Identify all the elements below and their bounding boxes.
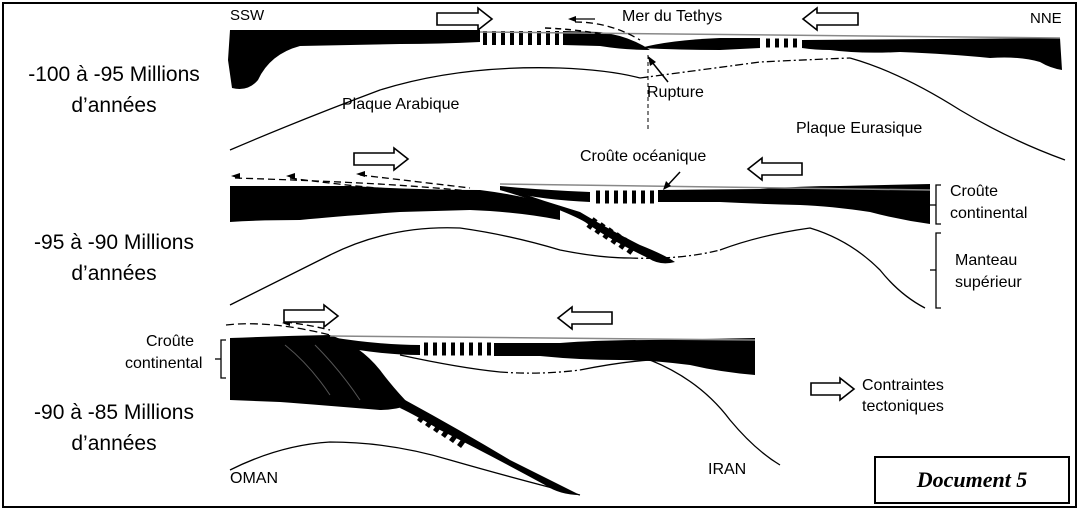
tectonic-arrow-left-3 [556, 305, 613, 331]
stage-1-age-line2: d’années [71, 94, 157, 117]
stage-1-age-line1: -100 à -95 Millions [28, 63, 200, 86]
stage-2-section [229, 146, 941, 309]
iran-label: IRAN [708, 461, 747, 478]
stage-3-age-line1: -90 à -85 Millions [34, 401, 194, 424]
crust-line-a [284, 344, 331, 396]
oman-label: OMAN [230, 470, 278, 487]
stage-3-section [215, 303, 781, 496]
continental-crust-right-line2: continental [950, 205, 1028, 222]
bracket-mantle [935, 232, 941, 309]
sea-surface-2 [499, 183, 931, 191]
slab-dashes-3 [417, 412, 467, 448]
bracket-crust [935, 184, 941, 225]
eurasian-crust-2 [658, 184, 930, 224]
bracket-crust-left [220, 339, 226, 379]
legend-label-line1: Contraintes [862, 377, 944, 394]
old-dash-2b [289, 177, 491, 198]
document-title-box: Document 5 [874, 456, 1070, 504]
oman-base-3 [229, 441, 581, 496]
slab-2 [500, 186, 675, 264]
arabian-base-1 [229, 67, 641, 151]
oceanic-crust-3a [330, 337, 420, 355]
eurasian-base-dashed-1 [639, 57, 851, 79]
sea-label: Mer du Tethys [622, 8, 723, 25]
continental-crust-left-line1: Croûte [146, 333, 195, 350]
oceanic-crust-label: Croûte océanique [580, 148, 707, 165]
legend-label-line2: tectoniques [862, 398, 944, 415]
eurasian-base-1 [849, 57, 1066, 161]
upper-mantle-line2: supérieur [955, 274, 1022, 291]
orientation-right: NNE [1030, 10, 1062, 27]
stage-2-age-line1: -95 à -90 Millions [34, 231, 194, 254]
rupture-label: Rupture [647, 84, 704, 101]
old-dash-2a [234, 177, 481, 193]
arabian-crust-2 [230, 186, 560, 222]
rupture-arrow [648, 56, 656, 66]
legend-arrow [810, 376, 856, 402]
base-dash-2 [629, 249, 721, 259]
tethys-dash-1a [544, 27, 641, 46]
orientation-left: SSW [230, 7, 265, 24]
stage-3-age-line2: d’années [71, 432, 157, 455]
iran-crust-3 [494, 338, 755, 375]
arabian-base-2 [229, 227, 631, 306]
arabian-plate-label: Plaque Arabique [342, 96, 460, 113]
sea-surface-1 [479, 31, 1061, 39]
tectonic-arrow-left-1 [801, 6, 859, 32]
old-dash-2c [359, 174, 471, 189]
slab-3 [400, 400, 580, 495]
eurasian-oceanic-1 [640, 38, 760, 50]
tectonic-arrow-right-1 [436, 6, 494, 32]
eurasian-base-2 [719, 227, 926, 309]
oman-crust-3 [230, 335, 410, 410]
eurasian-plate-label: Plaque Eurasique [796, 120, 923, 137]
tethys-dash-1b [574, 21, 641, 41]
oceanic-crust-1 [563, 31, 650, 50]
stage-1-section [228, 6, 1066, 161]
oceanic-arrow [663, 181, 671, 190]
iran-base-3 [579, 359, 781, 466]
slab-dashes-2 [586, 217, 638, 255]
eurasian-crust-1 [802, 38, 1062, 70]
continental-crust-right-line1: Croûte [950, 183, 999, 200]
tectonic-arrow-left-2 [746, 156, 803, 182]
tectonic-arrow-right-3 [283, 303, 340, 329]
base-dash-3 [499, 369, 581, 374]
continental-crust-left-line2: continental [125, 355, 203, 372]
crust-line-b [314, 344, 361, 401]
sea-surface-3 [329, 335, 756, 341]
tectonic-arrow-right-2 [353, 146, 410, 172]
old-dash-3a [225, 323, 331, 336]
stage-2-age-line2: d’années [71, 262, 157, 285]
oceanic-crust-2a [500, 186, 590, 202]
arabian-crust-1 [228, 30, 480, 89]
upper-mantle-line1: Manteau [955, 252, 1018, 269]
base-3a [399, 354, 501, 373]
